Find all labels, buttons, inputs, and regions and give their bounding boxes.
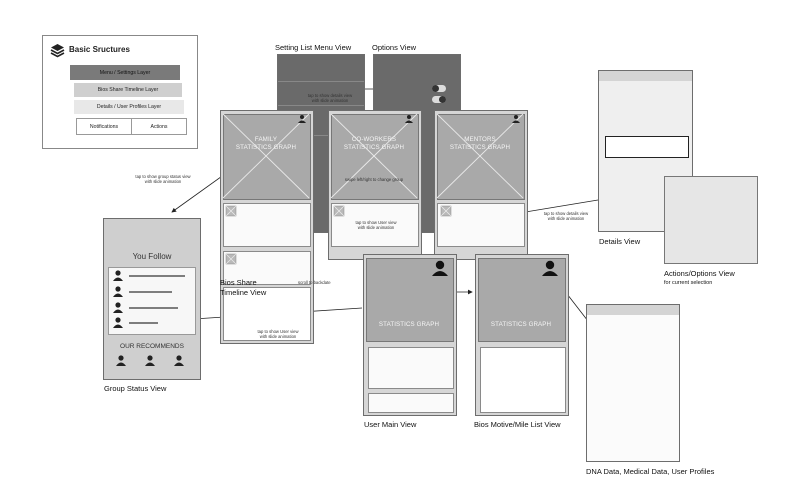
person-icon	[542, 260, 558, 276]
person-icon	[113, 317, 123, 328]
caption-line: STATISTICS GRAPH	[449, 143, 511, 151]
caption-line: STATISTICS GRAPH	[235, 143, 297, 151]
caption-line: MENTORS	[464, 136, 496, 143]
coworkers-graph-caption: CO-WORKERS STATISTICS GRAPH	[330, 136, 418, 152]
annotation-line: swipe left/right to change group	[344, 177, 404, 182]
dna-header-bar	[587, 305, 679, 315]
stack-icon	[50, 44, 65, 58]
bios-share-timeline-label-2: Timeline View	[220, 288, 267, 297]
details-selected-row[interactable]	[605, 136, 689, 158]
legend-actions-label: Actions	[150, 123, 168, 130]
actions-options-view	[664, 176, 758, 264]
family-list-item[interactable]	[223, 287, 311, 341]
legend-title: Basic Sructures	[69, 45, 130, 54]
annotation-line: scroll to backdate	[298, 280, 331, 285]
person-icon	[432, 260, 448, 276]
user-main-list-item[interactable]	[368, 393, 454, 413]
legend-details-layer: Details / User Profiles Layer	[74, 100, 184, 114]
annotation-line: with slide animation	[357, 224, 395, 230]
annotation-line: tap to show group status view	[135, 174, 191, 179]
group-status-view-label: Group Status View	[104, 384, 167, 393]
mentors-graph-caption: MENTORS STATISTICS GRAPH	[436, 136, 524, 152]
toggle-switch[interactable]	[432, 85, 446, 92]
annotation-scroll-backdate: scroll to backdate	[298, 280, 342, 286]
family-list-item[interactable]	[223, 203, 311, 247]
legend-timeline-layer: Bios Share Timeline Layer	[74, 83, 182, 97]
legend-timeline-layer-label: Bios Share Timeline Layer	[97, 87, 159, 93]
user-main-view	[363, 254, 457, 416]
details-view	[598, 70, 693, 232]
annotation-line: tap to show User view	[355, 220, 397, 225]
actions-options-view-label: Actions/Options View	[664, 269, 735, 278]
person-icon	[113, 302, 123, 313]
person-icon	[116, 355, 126, 366]
legend-menu-layer: Menu / Settings Layer	[70, 65, 180, 80]
mentors-list-item[interactable]	[437, 203, 525, 247]
user-main-graph-caption: STATISTICS GRAPH	[378, 321, 440, 328]
annotation-tap-user-bottom: tap to show User view with slide animati…	[248, 329, 308, 340]
legend-menu-layer-label: Menu / Settings Layer	[99, 69, 151, 76]
user-main-view-label: User Main View	[364, 420, 417, 429]
you-follow-header: You Follow	[132, 252, 172, 261]
family-graph-caption: FAMILY STATISTICS GRAPH	[222, 136, 310, 152]
settings-row	[278, 105, 364, 106]
details-header-bar	[599, 71, 692, 81]
family-list-item[interactable]	[223, 251, 311, 285]
annotation-line: with slide animation	[311, 97, 349, 103]
person-icon	[405, 115, 413, 123]
legend-panel: Basic Sructures Menu / Settings Layer Bi…	[42, 35, 198, 149]
dna-data-view	[586, 304, 680, 462]
person-icon	[113, 286, 123, 297]
legend-notifications-label: Notifications	[89, 123, 119, 130]
caption-line: FAMILY	[254, 136, 278, 143]
options-view-label: Options View	[372, 43, 417, 52]
bios-share-timeline-label-1: Bios Share	[220, 278, 257, 287]
caption-line: STATISTICS GRAPH	[343, 143, 405, 151]
annotation-line: with slide animation	[259, 333, 297, 339]
legend-details-layer-label: Details / User Profiles Layer	[96, 104, 162, 110]
coworkers-list-item[interactable]	[331, 203, 419, 247]
person-icon	[113, 270, 123, 281]
annotation-tap-details: tap to show details view with slide anim…	[300, 93, 360, 104]
annotation-line: tap to show details view	[543, 211, 589, 216]
settings-row	[278, 81, 364, 82]
caption-line: CO-WORKERS	[351, 136, 397, 143]
annotation-line: tap to show details view	[307, 93, 353, 98]
user-main-list-item[interactable]	[368, 347, 454, 389]
bios-motive-list[interactable]	[480, 347, 566, 413]
toggle-switch[interactable]	[432, 96, 446, 103]
legend-actions: Actions	[131, 118, 187, 135]
annotation-swipe-group: swipe left/right to change group	[334, 177, 414, 183]
person-icon	[298, 115, 306, 123]
annotation-line: with slide animation	[144, 178, 182, 184]
settings-row	[278, 135, 364, 136]
bios-motive-graph-caption: STATISTICS GRAPH	[490, 321, 552, 328]
annotation-line: tap to show User view	[257, 329, 299, 334]
person-icon	[174, 355, 184, 366]
details-view-label: Details View	[599, 237, 641, 246]
our-recommends-header: OUR RECOMMENDS	[120, 343, 184, 350]
annotation-tap-user: tap to show User view with slide animati…	[346, 220, 406, 231]
person-icon	[512, 115, 520, 123]
dna-data-label: DNA Data, Medical Data, User Profiles	[586, 467, 715, 476]
bios-motive-view-label: Bios Motive/Mile List View	[474, 420, 561, 429]
annotation-line: with slide animation	[547, 215, 585, 221]
setting-list-menu-view-label: Setting List Menu View	[275, 43, 352, 52]
annotation-tap-group: tap to show group status view with slide…	[128, 174, 198, 185]
actions-options-sub-label: for current selection	[664, 280, 713, 286]
annotation-tap-details-bottom: tap to show details view with slide anim…	[534, 211, 598, 222]
person-icon	[145, 355, 155, 366]
